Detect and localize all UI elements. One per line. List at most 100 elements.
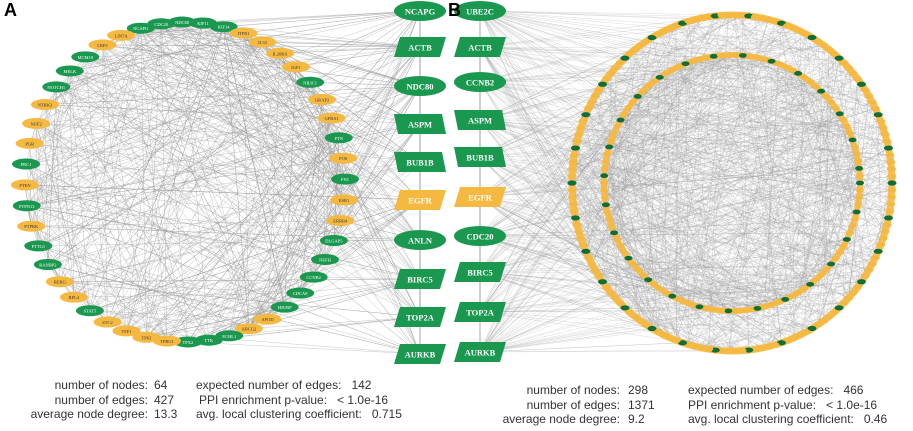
edge: [479, 141, 578, 237]
edge: [479, 119, 596, 271]
outer-node: [620, 305, 630, 311]
outer-node: [625, 50, 635, 57]
edge: [479, 204, 607, 353]
edge: [706, 308, 736, 352]
edge: [648, 86, 836, 109]
edge: [635, 56, 715, 317]
edge: [672, 61, 693, 297]
edge: [624, 251, 763, 349]
edge: [699, 59, 779, 303]
node-label: ECHL1: [222, 334, 236, 339]
stat-row: PPI enrichment p-value:< 1.0e-16: [688, 398, 887, 413]
edge: [24, 85, 421, 186]
edge: [572, 62, 845, 170]
edge: [585, 84, 603, 252]
edge: [479, 119, 573, 184]
edge: [642, 55, 722, 275]
edge: [624, 113, 653, 329]
edge: [146, 161, 421, 338]
edge: [479, 271, 786, 300]
inner-node: [822, 94, 831, 99]
node-label: APOD: [261, 317, 274, 322]
edge: [580, 48, 829, 239]
edge: [688, 20, 758, 58]
edge: [479, 73, 666, 83]
outer-node: [717, 348, 727, 354]
edge: [669, 91, 822, 339]
edge: [479, 308, 707, 353]
outer-node: [834, 305, 844, 311]
edge: [479, 10, 696, 20]
edge: [479, 59, 765, 313]
outer-node: [606, 290, 616, 296]
inner-node: [628, 261, 637, 267]
edge: [56, 86, 421, 280]
edge: [479, 156, 892, 191]
edge: [479, 10, 626, 59]
edge: [594, 17, 763, 271]
edge: [637, 269, 844, 304]
edge: [715, 15, 858, 79]
stat-value: 466: [843, 383, 864, 397]
edge: [857, 108, 876, 288]
edge: [479, 57, 758, 83]
edge: [479, 251, 879, 273]
inner-node: [811, 83, 820, 89]
edge: [479, 77, 660, 121]
outer-node: [876, 118, 886, 124]
node-dlgap5: [319, 235, 348, 247]
node-label: RANBP2: [39, 263, 56, 268]
outer-node: [587, 261, 597, 267]
edge: [852, 78, 858, 141]
edge: [823, 120, 844, 321]
edge: [344, 178, 421, 241]
edge: [107, 239, 421, 323]
edge: [280, 46, 421, 54]
edge: [741, 15, 782, 343]
inner-node: [850, 216, 859, 222]
edge: [479, 14, 736, 121]
outer-node: [615, 300, 625, 306]
inner-node: [746, 307, 755, 313]
inner-node: [811, 277, 820, 283]
edge: [820, 91, 888, 225]
edge: [202, 22, 421, 48]
edge: [479, 107, 629, 273]
edge: [26, 205, 421, 355]
edge: [344, 178, 421, 280]
edge: [479, 46, 769, 347]
edge: [613, 133, 653, 329]
edge: [574, 54, 729, 156]
edge: [651, 37, 715, 310]
outer-node: [818, 42, 828, 48]
edge: [635, 48, 686, 64]
edge: [187, 341, 421, 355]
edge: [605, 160, 866, 277]
edge: [479, 46, 707, 58]
edge: [843, 62, 893, 191]
edge: [479, 311, 658, 333]
edge: [817, 41, 832, 265]
node-tp63: [132, 331, 161, 343]
edge: [479, 140, 888, 353]
stat-key: avg. local clustering coefficient:: [196, 407, 362, 421]
outer-node: [665, 25, 675, 31]
edge: [479, 156, 829, 318]
edge: [479, 119, 860, 198]
edge: [804, 53, 835, 289]
edge: [479, 211, 857, 353]
edge: [594, 95, 610, 148]
edge: [47, 10, 421, 265]
edge: [85, 56, 421, 201]
edge: [479, 196, 869, 271]
edge: [479, 25, 677, 353]
edge: [120, 35, 421, 355]
edge: [629, 292, 854, 313]
edge: [607, 175, 892, 213]
edge: [479, 235, 758, 309]
edge: [768, 61, 772, 347]
outer-node: [789, 25, 799, 31]
edge: [479, 196, 616, 299]
edge: [479, 288, 660, 313]
edge: [583, 61, 772, 122]
